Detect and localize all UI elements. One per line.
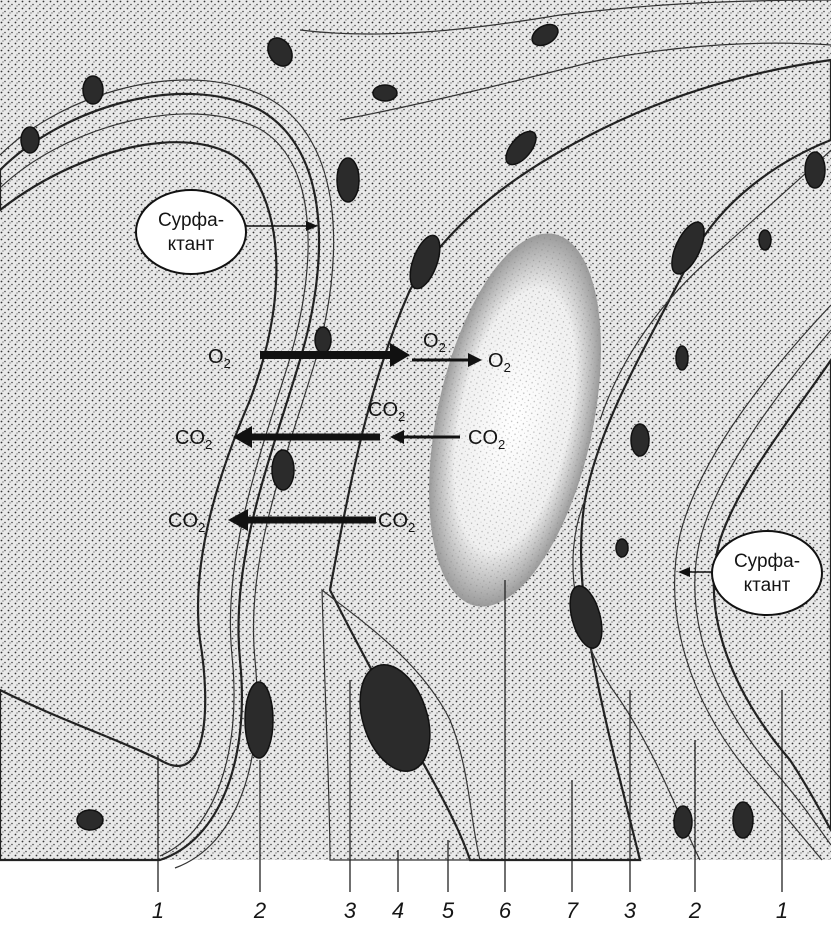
label-7: 7	[566, 898, 579, 923]
label-2-left: 2	[253, 898, 266, 923]
surfactant-right-line1: Сурфа-	[734, 551, 800, 572]
label-3-right: 3	[624, 898, 637, 923]
surfactant-left-line1: Сурфа-	[158, 210, 224, 231]
label-4: 4	[392, 898, 404, 923]
label-6: 6	[499, 898, 512, 923]
label-1-left: 1	[152, 898, 164, 923]
label-5: 5	[442, 898, 455, 923]
label-2-right: 2	[688, 898, 701, 923]
surfactant-left-line2: ктант	[168, 234, 215, 255]
label-3-left: 3	[344, 898, 357, 923]
surfactant-right-line2: ктант	[744, 575, 791, 596]
label-1-right: 1	[776, 898, 788, 923]
